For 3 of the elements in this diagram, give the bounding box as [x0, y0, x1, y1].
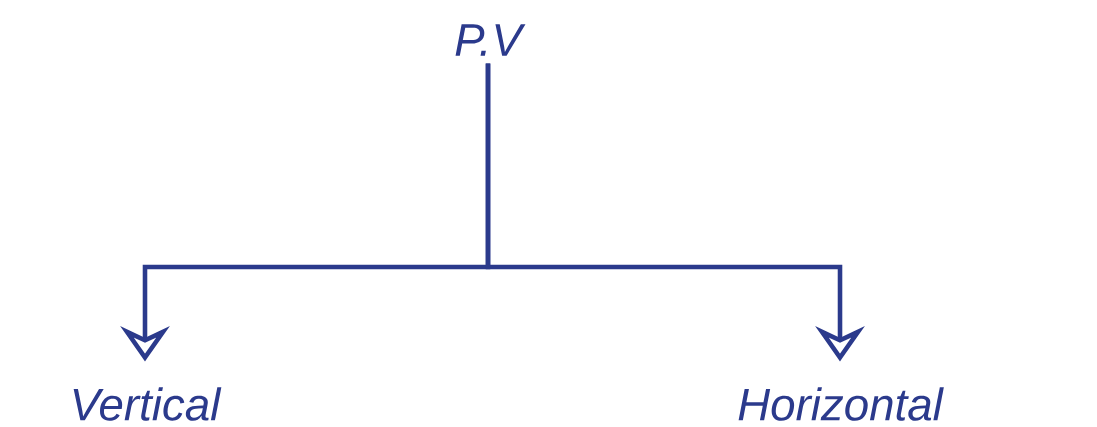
node-label: Vertical [73, 387, 222, 421]
node-label: Horizontal [738, 387, 944, 421]
node-label: P.V [455, 24, 526, 56]
